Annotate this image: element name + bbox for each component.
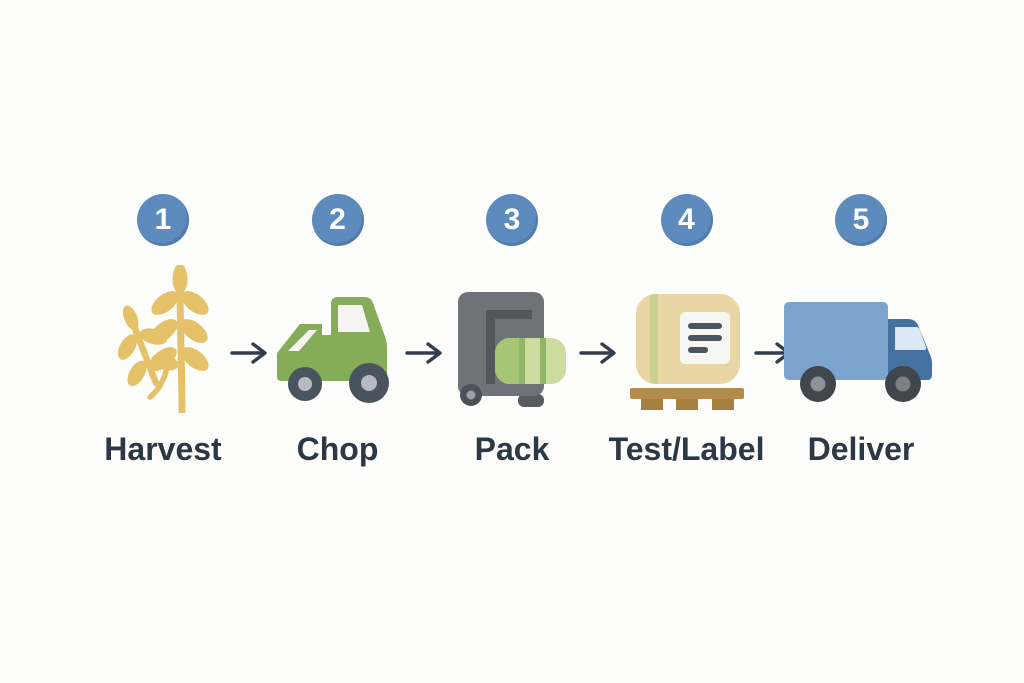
step-label: Test/Label [608, 431, 765, 467]
delivery-truck-icon [783, 302, 932, 402]
step-icon-box [112, 265, 214, 418]
step-icon-box [456, 268, 568, 418]
wheat-icon [117, 265, 209, 413]
step-5-deliver: 5 Deliver [783, 194, 932, 467]
step-icon-box [628, 268, 746, 418]
step-label: Pack [474, 431, 550, 467]
arrow-right-icon [579, 342, 619, 364]
step-2-chop: 2 Chop [276, 194, 398, 467]
step-label: Harvest [104, 431, 222, 467]
step-3-pack: 3 [452, 194, 572, 467]
step-icon-box [271, 268, 405, 418]
arrow-right-icon [405, 342, 445, 364]
step-1-harvest: 1 [103, 194, 223, 467]
step-number-badge: 5 [835, 194, 887, 246]
step-4-test-label: 4 [609, 194, 764, 467]
step-number-badge: 3 [486, 194, 538, 246]
step-number-badge: 4 [660, 194, 713, 246]
step-label: Deliver [807, 431, 915, 467]
green-harvester-truck-icon [276, 297, 389, 403]
baler-machine-icon [458, 292, 566, 407]
steps-row: 1 [103, 0, 932, 467]
step-label: Chop [296, 431, 379, 467]
step-number-badge: 2 [311, 194, 364, 246]
step-number-badge: 1 [137, 194, 189, 246]
labeled-bale-on-pallet-icon [629, 294, 744, 410]
step-icon-box [782, 268, 941, 418]
arrow-right-icon [230, 342, 270, 364]
